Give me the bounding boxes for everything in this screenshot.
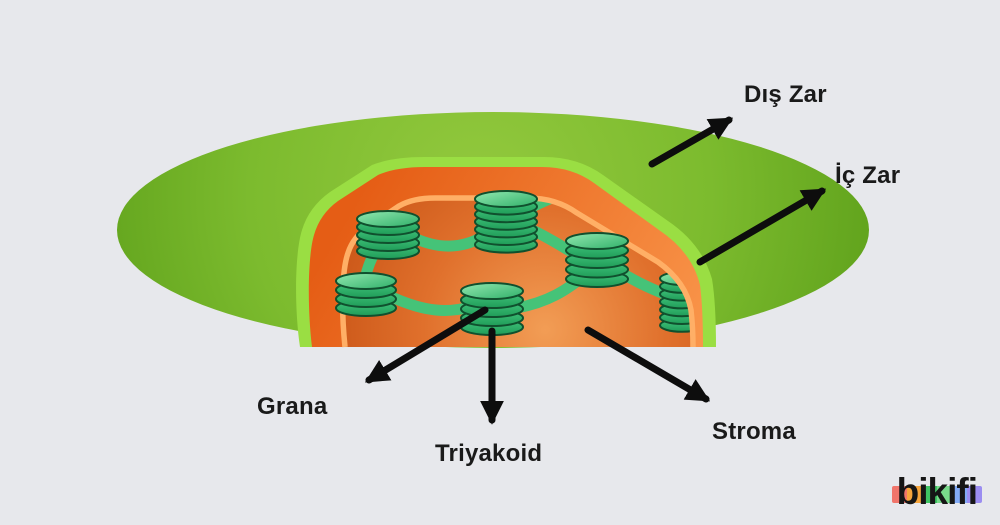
label-dis-zar: Dış Zar (744, 81, 827, 108)
granum-2 (474, 190, 538, 254)
logo-stripe-segment (921, 486, 937, 503)
logo-text: bikifi (896, 471, 978, 512)
logo-stripe-segment (891, 486, 907, 503)
logo-stripe-segment (951, 486, 967, 503)
granum-3 (565, 232, 629, 288)
logo-stripe-segment (936, 486, 952, 503)
granum-top-disc (356, 210, 420, 228)
granum-top-disc (474, 190, 538, 208)
inner-membrane-edge (339, 195, 696, 348)
logo-stripe-segment (966, 486, 982, 503)
arrow-grana (364, 306, 489, 384)
annotation-arrows (364, 116, 827, 425)
label-stroma: Stroma (712, 418, 796, 445)
granum-top-disc (565, 232, 629, 250)
granum-top-disc (460, 282, 524, 300)
granum-1 (356, 210, 420, 260)
label-ic-zar: İç Zar (835, 162, 901, 189)
label-grana: Grana (257, 393, 328, 420)
arrow-ic-zar (696, 187, 827, 266)
arrow-stroma (584, 326, 711, 403)
logo-stripe-segment (906, 486, 922, 503)
granum-5 (335, 272, 397, 317)
granum-top-disc (335, 272, 397, 290)
logo-color-stripe (891, 486, 982, 503)
granum-6 (460, 282, 524, 336)
grana (335, 190, 629, 336)
label-triyakoid: Triyakoid (435, 440, 543, 467)
bikifi-logo: bikifi (891, 471, 982, 512)
arrow-dis-zar (648, 116, 734, 168)
